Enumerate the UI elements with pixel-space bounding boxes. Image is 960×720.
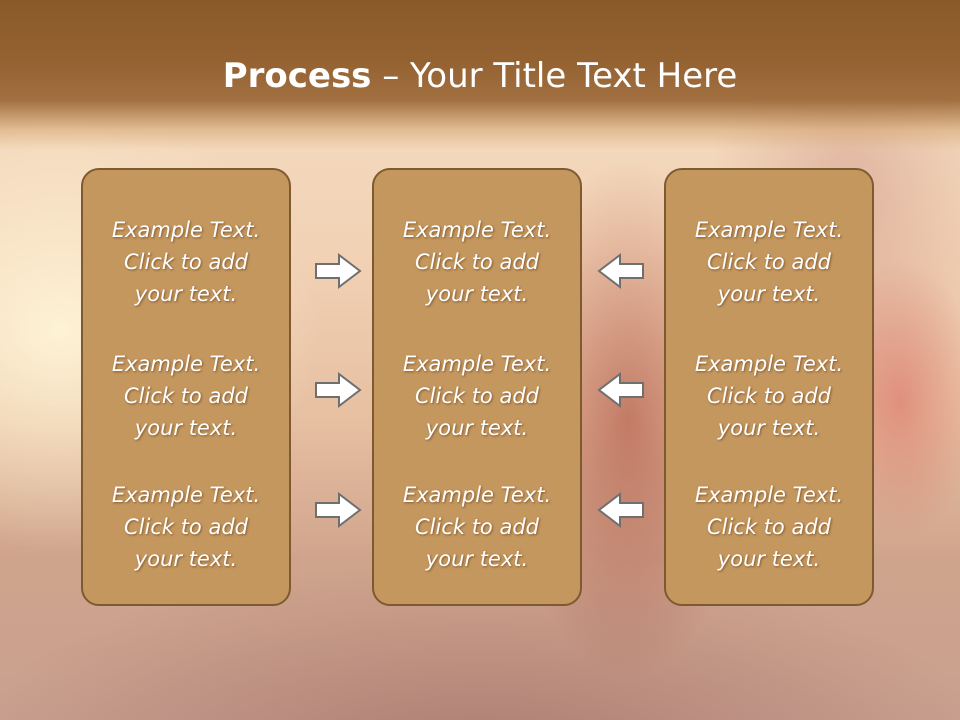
- text-line: Click to add: [123, 515, 248, 539]
- text-line: Example Text.: [694, 483, 844, 507]
- text-line: Click to add: [414, 515, 539, 539]
- text-line: Click to add: [123, 250, 248, 274]
- text-line: Example Text.: [402, 352, 552, 376]
- text-line: your text.: [134, 416, 238, 440]
- arrow-left-icon: [596, 370, 646, 410]
- text-line: Example Text.: [111, 483, 261, 507]
- text-box-left[interactable]: Example Text. Click to add your text. Ex…: [81, 168, 291, 606]
- arrow-right-icon: [313, 251, 363, 291]
- text-block[interactable]: Example Text. Click to add your text.: [83, 479, 289, 575]
- text-line: your text.: [717, 547, 821, 571]
- title-rest-part: – Your Title Text Here: [371, 56, 738, 96]
- text-line: Click to add: [706, 515, 831, 539]
- text-block[interactable]: Example Text. Click to add your text.: [666, 348, 872, 444]
- text-line: Click to add: [123, 384, 248, 408]
- arrow-left-icon: [596, 490, 646, 530]
- text-line: Example Text.: [694, 352, 844, 376]
- text-line: your text.: [425, 547, 529, 571]
- text-line: Example Text.: [111, 218, 261, 242]
- text-line: Click to add: [706, 384, 831, 408]
- text-line: Example Text.: [402, 483, 552, 507]
- text-block[interactable]: Example Text. Click to add your text.: [83, 214, 289, 310]
- arrow-left-icon: [596, 251, 646, 291]
- text-line: Click to add: [706, 250, 831, 274]
- text-line: your text.: [717, 282, 821, 306]
- text-line: your text.: [134, 282, 238, 306]
- text-line: Example Text.: [694, 218, 844, 242]
- text-line: your text.: [717, 416, 821, 440]
- text-line: your text.: [134, 547, 238, 571]
- text-block[interactable]: Example Text. Click to add your text.: [666, 214, 872, 310]
- title-banner: [0, 0, 960, 150]
- text-block[interactable]: Example Text. Click to add your text.: [374, 214, 580, 310]
- text-line: Example Text.: [402, 218, 552, 242]
- title-bold-part: Process: [222, 56, 372, 96]
- text-line: Click to add: [414, 250, 539, 274]
- text-block[interactable]: Example Text. Click to add your text.: [666, 479, 872, 575]
- text-line: your text.: [425, 416, 529, 440]
- text-line: Click to add: [414, 384, 539, 408]
- slide-title[interactable]: Process – Your Title Text Here: [0, 56, 960, 96]
- text-line: your text.: [425, 282, 529, 306]
- text-box-center[interactable]: Example Text. Click to add your text. Ex…: [372, 168, 582, 606]
- text-block[interactable]: Example Text. Click to add your text.: [374, 479, 580, 575]
- text-block[interactable]: Example Text. Click to add your text.: [83, 348, 289, 444]
- arrow-right-icon: [313, 370, 363, 410]
- arrow-right-icon: [313, 490, 363, 530]
- text-block[interactable]: Example Text. Click to add your text.: [374, 348, 580, 444]
- text-line: Example Text.: [111, 352, 261, 376]
- text-box-right[interactable]: Example Text. Click to add your text. Ex…: [664, 168, 874, 606]
